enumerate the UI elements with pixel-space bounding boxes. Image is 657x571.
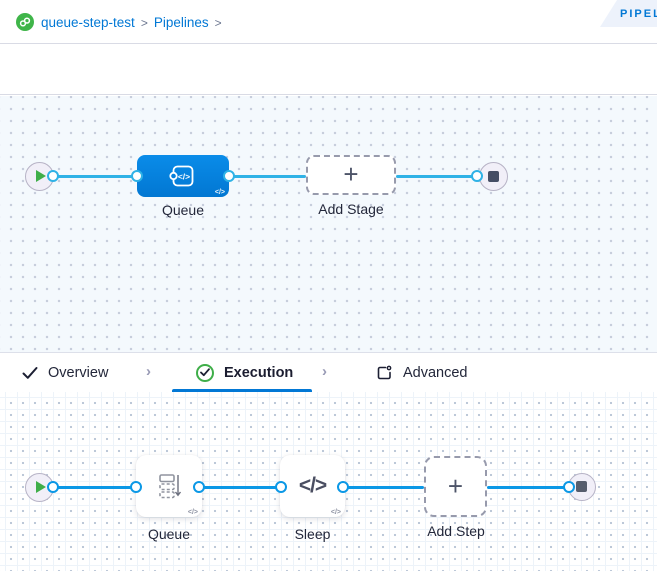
success-check-icon: [196, 363, 214, 382]
port: [337, 481, 349, 493]
chevron-right-icon: ›: [146, 363, 151, 380]
port: [47, 481, 59, 493]
breadcrumb-pipelines-link[interactable]: Pipelines: [153, 15, 209, 30]
edge-stage-to-addstage: [229, 174, 306, 178]
tab-advanced-label: Advanced: [403, 364, 468, 381]
stage-label: Queue: [161, 202, 205, 218]
queue-step-label: Queue: [147, 526, 191, 542]
port: [47, 170, 59, 182]
edge-addstep-to-end: [487, 485, 569, 489]
svg-text:</>: </>: [178, 172, 190, 182]
edge-addstage-to-end: [396, 174, 477, 178]
active-tab-underline: [172, 389, 312, 392]
yaml-code-badge: </>: [187, 509, 198, 516]
breadcrumb-bar: queue-step-test > Pipelines > PIPELINE STUD…: [0, 0, 657, 44]
tab-execution-label: Execution: [224, 364, 294, 381]
advanced-gear-tab-icon: [377, 365, 392, 380]
tab-overview[interactable]: Overview: [22, 353, 108, 392]
chevron-right-icon: ›: [322, 363, 327, 380]
sleep-step-label: Sleep: [294, 526, 331, 542]
add-step-label: Add Step: [427, 523, 485, 539]
step-node-sleep[interactable]: </> </>: [280, 455, 345, 517]
harness-logo-icon: [16, 13, 34, 31]
title-bar: [0, 44, 657, 95]
port: [471, 170, 483, 182]
add-stage-button[interactable]: +: [306, 155, 396, 195]
edge-queue-to-sleep: [199, 485, 281, 489]
breadcrumb: queue-step-test > Pipelines >: [41, 15, 228, 30]
check-icon: [22, 366, 38, 379]
pipeline-tabs: Overview › Execution › Advanced: [0, 352, 657, 392]
queue-step-icon: [159, 474, 182, 499]
stage-node-queue[interactable]: </> </>: [137, 155, 229, 197]
yaml-code-badge: </>: [330, 509, 341, 516]
yaml-code-badge: </>: [214, 189, 225, 196]
port: [130, 481, 142, 493]
start-node: [25, 161, 54, 191]
breadcrumb-separator: >: [214, 16, 222, 30]
pipeline-studio-tab[interactable]: PIPELINE STUDIO: [600, 0, 657, 27]
tab-advanced[interactable]: Advanced: [376, 353, 468, 392]
port: [223, 170, 235, 182]
step-node-queue[interactable]: </>: [136, 455, 202, 517]
end-node: [478, 161, 508, 191]
edge-start-to-stage: [53, 174, 137, 178]
tab-execution[interactable]: Execution: [196, 353, 293, 392]
code-step-icon: </>: [298, 474, 327, 497]
breadcrumb-project-link[interactable]: queue-step-test: [41, 15, 135, 30]
custom-stage-icon: </>: [169, 165, 194, 187]
play-icon: [36, 481, 46, 493]
link-glyph: [19, 17, 31, 27]
play-icon: [36, 170, 46, 182]
edge-sleep-to-addstep: [343, 485, 424, 489]
stop-icon: [576, 481, 587, 492]
plus-icon: +: [343, 159, 359, 189]
execution-graph-canvas[interactable]: </> Queue </> </> Sleep + Add Step: [0, 392, 657, 571]
plus-icon: +: [447, 470, 464, 501]
tab-overview-label: Overview: [48, 364, 109, 381]
port: [563, 481, 575, 493]
port: [193, 481, 205, 493]
breadcrumb-separator: >: [140, 16, 148, 30]
stage-graph-canvas[interactable]: </> </> Queue + Add Stage: [0, 96, 657, 352]
edge-start-to-queue: [53, 485, 136, 489]
stop-icon: [487, 170, 499, 182]
add-stage-label: Add Stage: [318, 201, 384, 217]
port: [275, 481, 287, 493]
add-step-button[interactable]: +: [424, 456, 487, 517]
port: [131, 170, 143, 182]
